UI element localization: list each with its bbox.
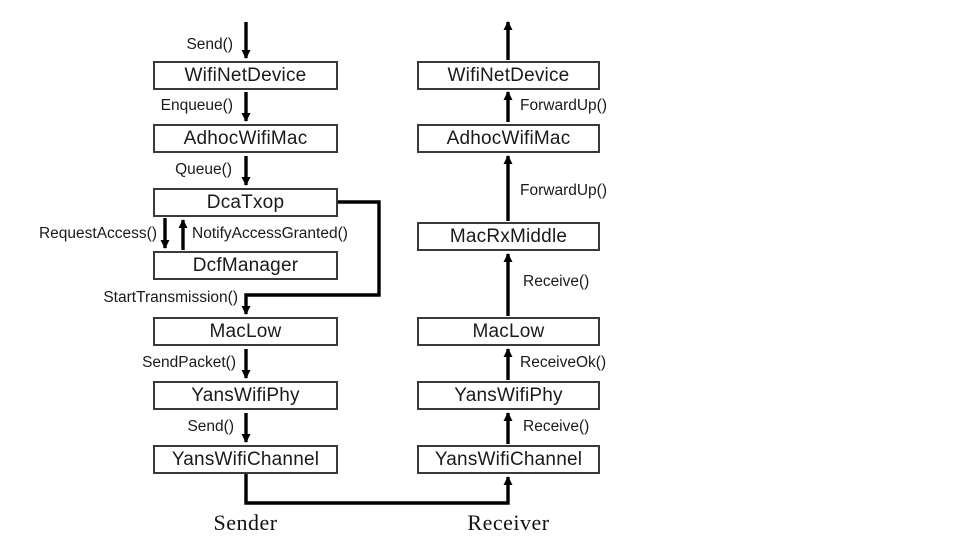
receiver-column-label: Receiver (467, 510, 550, 535)
label-call-queue: Queue() (175, 161, 232, 178)
label-call-receive-channel: Receive() (523, 418, 590, 435)
box-receiver-adhocwifimac: AdhocWifiMac (417, 124, 600, 153)
box-receiver-wifinetdevice: WifiNetDevice (417, 61, 600, 90)
label-call-receive-maclow: Receive() (523, 273, 590, 290)
arrow-channel-link (244, 474, 513, 505)
box-receiver-maclow: MacLow (417, 317, 600, 346)
sender-column-label: Sender (213, 510, 278, 535)
label-call-forward-up-middle: ForwardUp() (520, 182, 607, 199)
box-receiver-macrxmiddle: MacRxMiddle (417, 222, 600, 251)
label-call-receive-ok: ReceiveOk() (520, 354, 607, 371)
label-call-enqueue: Enqueue() (160, 97, 233, 114)
box-receiver-yanswifichannel: YansWifiChannel (417, 445, 600, 474)
box-sender-yanswifiphy: YansWifiPhy (153, 381, 338, 410)
box-receiver-yanswifiphy: YansWifiPhy (417, 381, 600, 410)
label-call-send-phy: Send() (187, 418, 234, 435)
box-sender-maclow: MacLow (153, 317, 338, 346)
label-call-start-transmission: StartTransmission() (103, 289, 238, 306)
label-call-send-packet: SendPacket() (142, 354, 236, 371)
arrow-start-transmission (241, 200, 381, 315)
box-sender-yanswifichannel: YansWifiChannel (153, 445, 338, 474)
label-call-request-access: RequestAccess() (38, 225, 157, 242)
label-call-send: Send() (186, 36, 233, 53)
label-call-forward-up-top: ForwardUp() (520, 97, 607, 114)
box-sender-adhocwifimac: AdhocWifiMac (153, 124, 338, 153)
label-call-notify-access-granted: NotifyAccessGranted() (192, 225, 348, 242)
box-sender-dcatxop: DcaTxop (153, 188, 338, 217)
box-sender-dcfmanager: DcfManager (153, 251, 338, 280)
box-sender-wifinetdevice: WifiNetDevice (153, 61, 338, 90)
